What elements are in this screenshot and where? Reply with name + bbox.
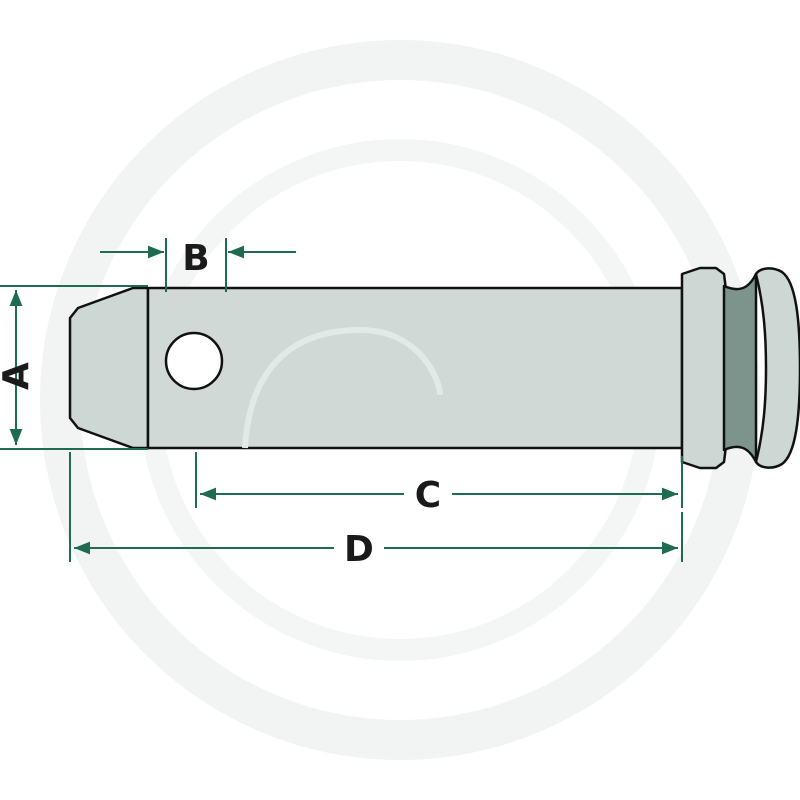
- dimension-b: [100, 238, 296, 292]
- pin-head: [754, 267, 800, 469]
- dimension-a: [0, 285, 148, 450]
- label-b: B: [182, 238, 209, 279]
- pin-cross-hole: [164, 331, 224, 391]
- pin-groove: [722, 272, 758, 464]
- dimension-c: [195, 452, 683, 508]
- label-d: D: [344, 529, 374, 570]
- pin-collar: [680, 266, 728, 470]
- pin-shaft: [146, 286, 684, 450]
- dimension-d: [69, 452, 683, 562]
- label-c: C: [415, 475, 441, 516]
- pin-chamfered-tip: [68, 286, 150, 450]
- pin-body: [68, 266, 800, 470]
- label-a: A: [0, 362, 37, 390]
